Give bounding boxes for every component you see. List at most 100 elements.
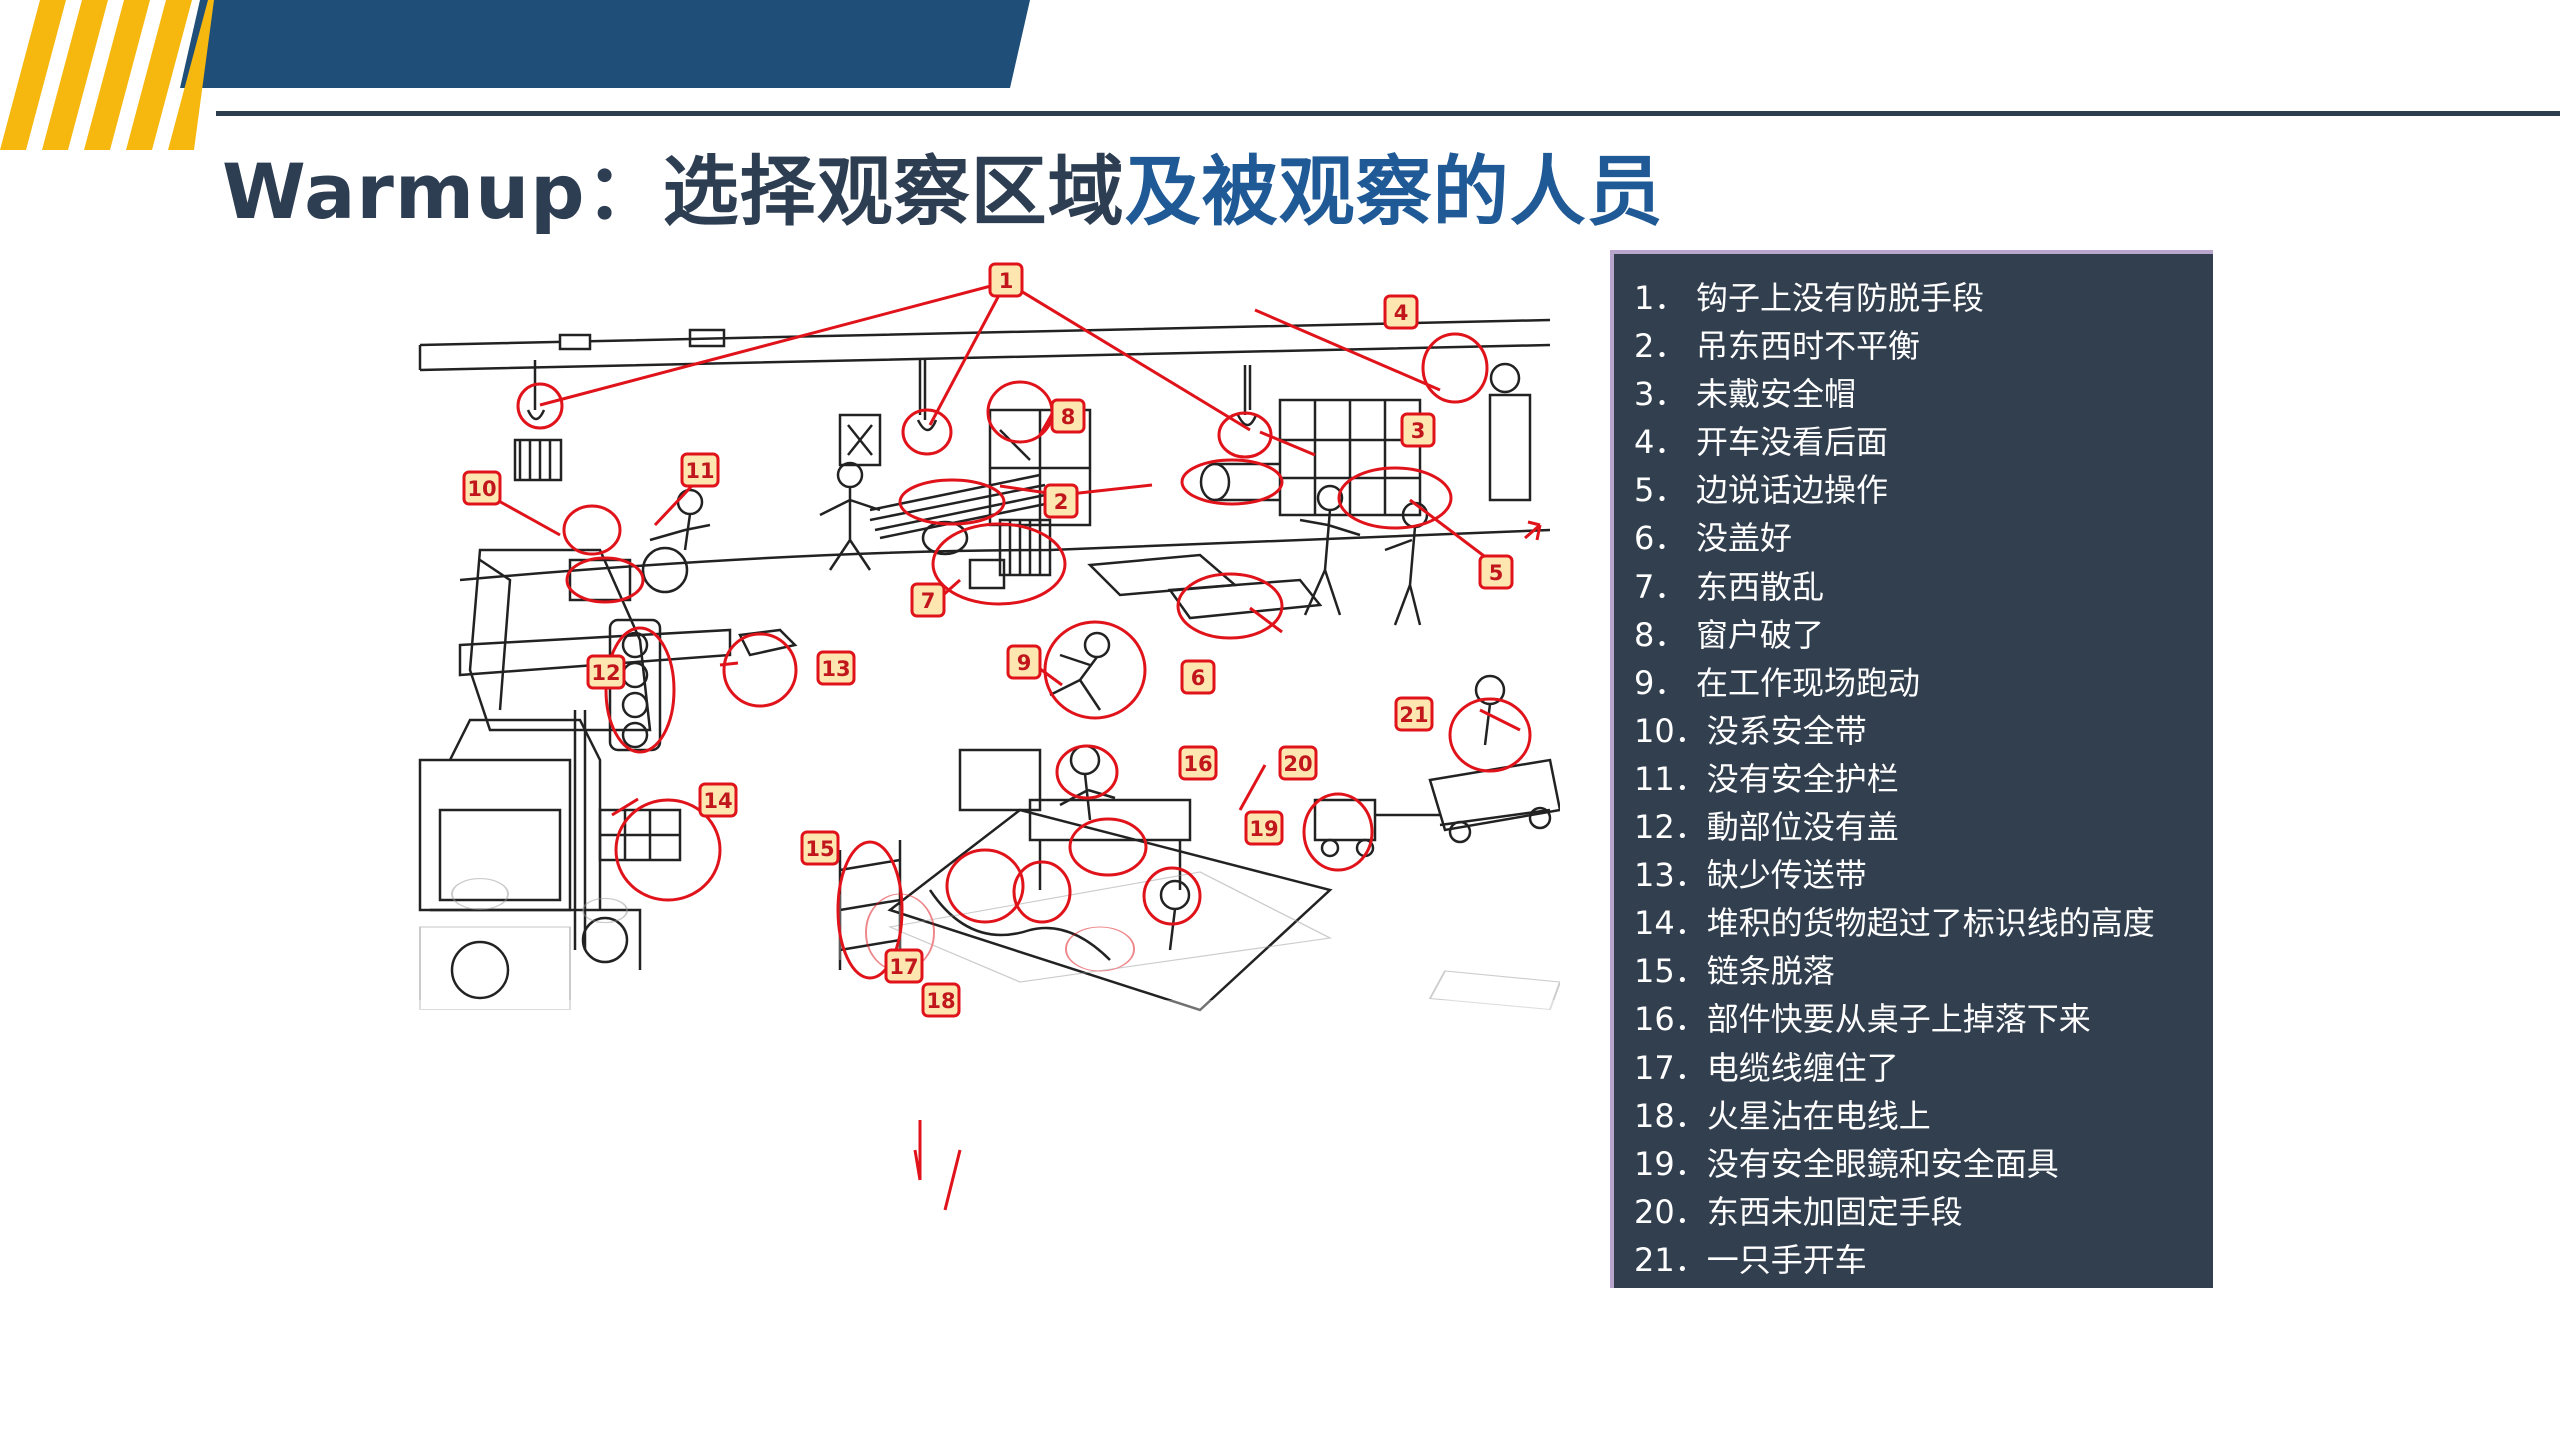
- list-item: 5．边说话边操作: [1634, 466, 2203, 514]
- item-text: 動部位没有盖: [1706, 808, 1899, 847]
- svg-text:20: 20: [1283, 752, 1312, 776]
- item-text: 没有安全眼鏡和安全面具: [1706, 1144, 2059, 1183]
- svg-text:18: 18: [926, 989, 955, 1013]
- list-item: 8．窗户破了: [1634, 611, 2203, 659]
- svg-text:9: 9: [1017, 651, 1032, 675]
- item-text: 一只手开车: [1706, 1240, 1867, 1279]
- item-number: 14．: [1634, 904, 1707, 943]
- header-stripe: [84, 0, 150, 150]
- callout-13: 13: [816, 650, 856, 686]
- svg-text:11: 11: [685, 459, 714, 483]
- factory-drawing: 1 2 3 4 5 6 7 8 9 10 11 12 13 14 15 16 1…: [400, 262, 1560, 1300]
- hazard-illustration: 1 2 3 4 5 6 7 8 9 10 11 12 13 14 15 16 1…: [400, 250, 1560, 1300]
- callout-8: 8: [1050, 398, 1086, 434]
- item-number: 9．: [1634, 663, 1687, 702]
- svg-text:6: 6: [1191, 666, 1206, 690]
- title-accent: 及被观察的人员: [1124, 147, 1664, 236]
- item-text: 堆积的货物超过了标识线的高度: [1706, 904, 2155, 943]
- item-text: 开车没看后面: [1696, 423, 1889, 462]
- item-number: 21．: [1634, 1240, 1707, 1279]
- item-text: 东西未加固定手段: [1706, 1192, 1963, 1231]
- list-item: 2．吊东西时不平衡: [1634, 322, 2203, 370]
- header-stripe: [126, 0, 192, 150]
- callout-1: 1: [988, 262, 1024, 298]
- svg-text:3: 3: [1411, 419, 1426, 443]
- header-banner: [0, 0, 1030, 150]
- item-number: 10．: [1634, 711, 1707, 750]
- header-divider: [216, 111, 2560, 116]
- svg-text:13: 13: [821, 657, 850, 681]
- svg-text:10: 10: [467, 477, 496, 501]
- item-number: 7．: [1634, 567, 1687, 606]
- hazard-list: 1．钩子上没有防脱手段 2．吊东西时不平衡 3．未戴安全帽 4．开车没看后面 5…: [1634, 274, 2203, 1284]
- floor-reflection: [419, 871, 1560, 1011]
- item-text: 缺少传送带: [1706, 856, 1867, 895]
- svg-text:4: 4: [1394, 301, 1409, 325]
- svg-text:2: 2: [1054, 490, 1069, 514]
- list-item: 3．未戴安全帽: [1634, 370, 2203, 418]
- item-text: 没盖好: [1696, 519, 1793, 558]
- callout-19: 19: [1244, 810, 1284, 846]
- header-stripe: [42, 0, 108, 150]
- hazard-legend-panel: 1．钩子上没有防脱手段 2．吊东西时不平衡 3．未戴安全帽 4．开车没看后面 5…: [1610, 250, 2213, 1288]
- item-text: 窗户破了: [1696, 615, 1825, 654]
- callout-6: 6: [1180, 659, 1216, 695]
- item-number: 4．: [1634, 423, 1687, 462]
- item-number: 1．: [1634, 279, 1687, 317]
- callout-7: 7: [910, 582, 946, 618]
- item-number: 2．: [1634, 327, 1687, 366]
- svg-text:16: 16: [1183, 752, 1212, 776]
- list-item: 12．動部位没有盖: [1634, 803, 2203, 851]
- header-stripe: [0, 0, 66, 150]
- list-item: 10．没系安全带: [1634, 707, 2203, 755]
- list-item: 21．一只手开车: [1634, 1236, 2203, 1284]
- list-item: 1．钩子上没有防脱手段: [1634, 274, 2203, 322]
- item-number: 19．: [1634, 1144, 1707, 1183]
- callout-3: 3: [1400, 412, 1436, 448]
- callout-12: 12: [586, 654, 626, 690]
- svg-text:8: 8: [1061, 405, 1076, 429]
- item-text: 没有安全护栏: [1706, 759, 1899, 798]
- svg-text:15: 15: [805, 837, 834, 861]
- reflection-fade: [400, 1000, 1560, 1300]
- item-number: 13．: [1634, 856, 1707, 895]
- list-item: 15．链条脱落: [1634, 947, 2203, 995]
- item-number: 12．: [1634, 808, 1707, 847]
- callout-18: 18: [921, 982, 961, 1018]
- callout-annotations: [478, 280, 1542, 1211]
- list-item: 7．东西散乱: [1634, 563, 2203, 611]
- item-text: 电缆线缠住了: [1706, 1048, 1899, 1087]
- item-text: 吊东西时不平衡: [1696, 327, 1921, 366]
- list-item: 18．火星沾在电线上: [1634, 1092, 2203, 1140]
- item-number: 11．: [1634, 759, 1707, 798]
- svg-text:12: 12: [591, 661, 620, 685]
- svg-text:17: 17: [889, 955, 918, 979]
- list-item: 19．没有安全眼鏡和安全面具: [1634, 1140, 2203, 1188]
- svg-text:5: 5: [1489, 561, 1504, 585]
- item-number: 5．: [1634, 471, 1687, 510]
- header-stripe: [168, 0, 214, 150]
- item-text: 钩子上没有防脱手段: [1696, 279, 1985, 317]
- list-item: 4．开车没看后面: [1634, 418, 2203, 466]
- callout-4: 4: [1383, 294, 1419, 330]
- list-item: 13．缺少传送带: [1634, 851, 2203, 899]
- callout-labels: 1 2 3 4 5 6 7 8 9 10 11 12 13 14 15 16 1…: [462, 262, 1514, 1018]
- item-text: 部件快要从桌子上掉落下来: [1706, 1000, 2091, 1039]
- svg-text:19: 19: [1249, 817, 1278, 841]
- list-item: 9．在工作现场跑动: [1634, 659, 2203, 707]
- callout-10: 10: [462, 470, 502, 506]
- callout-21: 21: [1394, 696, 1434, 732]
- item-text: 链条脱落: [1706, 952, 1835, 991]
- title-main: Warmup：选择观察区域: [222, 147, 1125, 236]
- item-text: 东西散乱: [1696, 567, 1825, 606]
- item-number: 16．: [1634, 1000, 1707, 1039]
- item-number: 17．: [1634, 1048, 1707, 1087]
- item-text: 没系安全带: [1706, 711, 1867, 750]
- svg-text:14: 14: [703, 789, 732, 813]
- callout-11: 11: [680, 452, 720, 488]
- callout-9: 9: [1006, 644, 1042, 680]
- callout-5: 5: [1478, 554, 1514, 590]
- list-item: 14．堆积的货物超过了标识线的高度: [1634, 899, 2203, 947]
- item-number: 18．: [1634, 1096, 1707, 1135]
- list-item: 11．没有安全护栏: [1634, 755, 2203, 803]
